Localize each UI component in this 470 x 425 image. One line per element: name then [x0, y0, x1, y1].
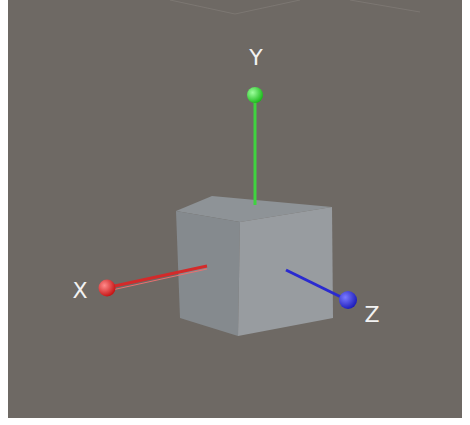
y-axis-handle: [247, 87, 263, 103]
background: [8, 0, 462, 418]
grid-lines: [170, 0, 420, 14]
cube-right: [238, 207, 333, 336]
axis-label: Z: [364, 304, 379, 326]
x-axis-line-highlight: [112, 269, 207, 290]
axis-label: Y: [249, 47, 262, 69]
x-axis-handle: [99, 280, 116, 297]
axis-label: X: [72, 280, 87, 302]
x-axis-line: [110, 266, 207, 287]
z-axis-line: [286, 270, 343, 298]
y-axis-line: [254, 100, 257, 205]
z-axis-handle: [339, 291, 357, 309]
